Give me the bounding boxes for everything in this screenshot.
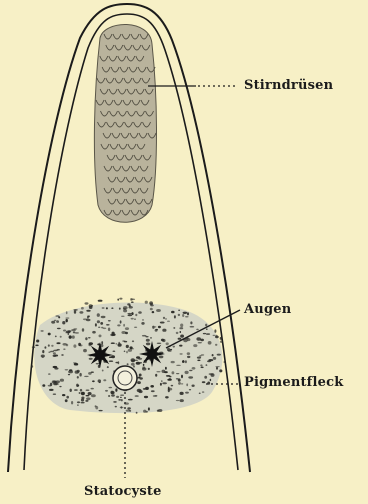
label-statocyste: Statocyste [84,484,162,499]
statocyst [113,366,137,390]
label-augen: Augen [244,302,291,317]
eye-left [87,342,113,368]
frontal-glands [94,24,156,222]
label-stirndruesen: Stirndrüsen [244,78,333,93]
eye-right [139,341,165,367]
label-pigmentfleck: Pigmentfleck [244,375,343,390]
pigment-region [31,298,225,414]
